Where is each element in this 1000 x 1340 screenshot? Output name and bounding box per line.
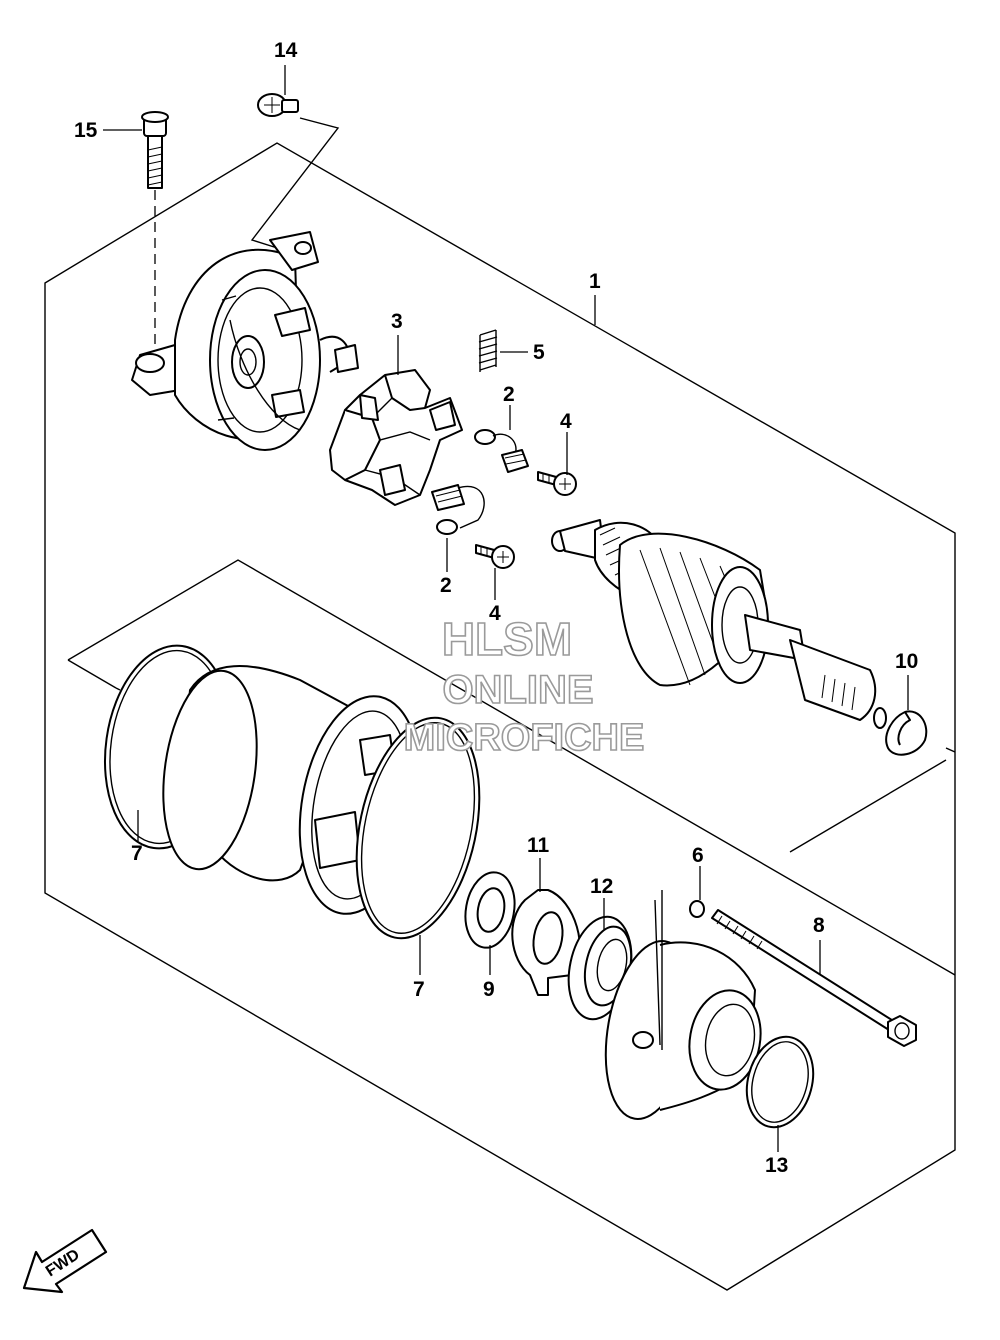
part-15-bolt[interactable]	[141, 111, 169, 189]
watermark-line-2: ONLINE	[442, 668, 593, 712]
callout-14: 14	[274, 39, 298, 62]
part-2-brush-lower[interactable]	[431, 484, 485, 535]
callout-15: 15	[74, 119, 98, 142]
callout-8: 8	[813, 914, 825, 937]
callout-2-lower: 2	[440, 574, 452, 597]
part-5-spring[interactable]	[478, 329, 498, 372]
callout-12: 12	[590, 875, 613, 898]
part-4-screw-lower[interactable]	[475, 544, 515, 569]
callout-5: 5	[533, 341, 545, 364]
part-2-brush-upper[interactable]	[474, 429, 529, 473]
part-13-o-ring[interactable]	[737, 1029, 823, 1134]
leader-lines	[103, 65, 909, 1152]
front-housing[interactable]	[593, 934, 768, 1126]
callout-11: 11	[527, 834, 550, 857]
watermark-line-1: HLSM	[442, 613, 572, 665]
part-8-through-bolt[interactable]	[711, 909, 917, 1047]
armature[interactable]	[551, 519, 887, 729]
assembly-outline	[44, 142, 956, 1291]
part-4-screw-upper[interactable]	[537, 471, 577, 496]
part-3-brush-holder[interactable]	[329, 369, 463, 506]
fwd-arrow-icon: FWD	[22, 1228, 108, 1294]
callout-4-upper: 4	[560, 410, 572, 433]
part-9-washer[interactable]	[460, 868, 520, 951]
screw-alignment-line	[250, 117, 340, 253]
part-10-circlip[interactable]	[885, 710, 928, 756]
callout-13: 13	[765, 1154, 788, 1177]
part-14-screw[interactable]	[257, 93, 299, 117]
part-11-lock-plate[interactable]	[511, 889, 581, 996]
part-6-small-o-ring[interactable]	[689, 900, 705, 918]
callout-4-lower: 4	[489, 602, 501, 625]
subgroup-outline	[67, 559, 956, 976]
callout-10: 10	[895, 650, 918, 673]
callout-labels: 14 15 1 3 5 2 4 2 4 10 7 11 6 12 8 7 9 1…	[74, 39, 918, 1177]
callout-1: 1	[589, 270, 601, 293]
through-bolt-alignment-line	[654, 890, 663, 1050]
callout-9: 9	[483, 978, 495, 1001]
yoke[interactable]	[152, 665, 437, 924]
callout-7-left: 7	[131, 842, 143, 865]
callout-7-right: 7	[413, 978, 425, 1001]
callout-2-upper: 2	[503, 383, 515, 406]
watermark: HLSM ONLINE MICROFICHE	[403, 612, 645, 760]
callout-3: 3	[391, 310, 403, 333]
callout-6: 6	[692, 844, 704, 867]
part-7-o-ring-right[interactable]	[338, 706, 498, 949]
end-housing[interactable]	[131, 231, 359, 451]
watermark-line-3: MICROFICHE	[404, 717, 645, 759]
